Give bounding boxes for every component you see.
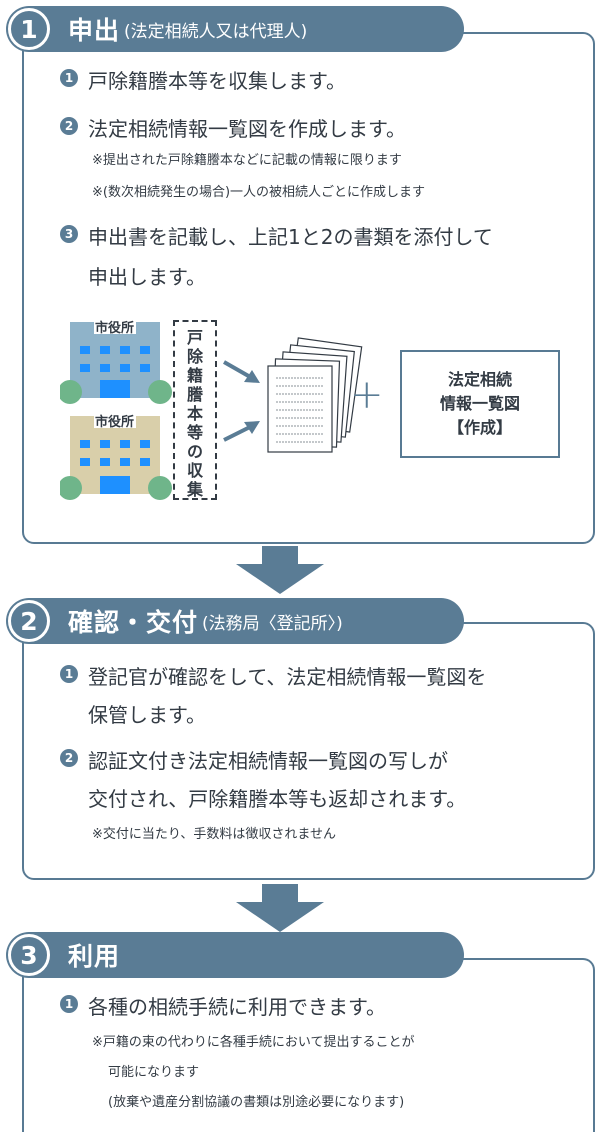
section-1-title: 申出: [68, 16, 121, 45]
city-hall-label: 市役所: [95, 321, 135, 336]
document-stack-icon: [267, 337, 363, 453]
document-text-lines: [276, 377, 324, 443]
illustration-graphics: [60, 316, 363, 500]
section-1-tab: 1 申出 (法定相続人又は代理人): [6, 6, 464, 52]
vertical-char: 籍: [186, 366, 203, 385]
section-3-item-1: 1 各種の相続手続に利用できます。: [60, 990, 386, 1024]
section-1-item-1: 1 戸除籍謄本等を収集します。: [60, 64, 346, 98]
inheritance-chart-box: 法定相続 情報一覧図 【作成】: [400, 350, 560, 458]
vertical-char: の: [186, 442, 203, 461]
vertical-char: 等: [186, 423, 203, 442]
vertical-char: 謄: [186, 385, 203, 404]
section-3-tab: 3 利用: [6, 932, 464, 978]
result-line: 情報一覧図: [439, 394, 520, 413]
item-text: 戸除籍謄本等を収集します。: [88, 69, 346, 93]
section-2-subtitle: (法務局〈登記所〉): [202, 613, 343, 634]
item-text: 認証文付き法定相続情報一覧図の写しが: [88, 749, 448, 773]
document-flow-illustration: 市役所 市役所 戸 除 籍 謄 本 等 の 収 集 + 法定相続 情報一覧図 【…: [60, 312, 580, 512]
vertical-char: 集: [186, 480, 203, 499]
collect-documents-label: 戸 除 籍 謄 本 等 の 収 集: [173, 320, 217, 500]
item-text: 申出書を記載し、上記1と2の書類を添付して: [88, 225, 493, 249]
bullet-3: 3: [60, 225, 78, 243]
section-2-item-1: 1 登記官が確認をして、法定相続情報一覧図を 保管します。: [60, 660, 486, 732]
plus-icon: +: [350, 372, 384, 418]
item-text: 保管します。: [88, 703, 206, 727]
item-text: 申出します。: [88, 265, 206, 289]
down-arrow-icon: [236, 546, 324, 594]
step-number-2: 2: [8, 600, 50, 642]
city-hall-building-icon: [60, 410, 172, 500]
section-1-item-2: 2 法定相続情報一覧図を作成します。: [60, 112, 406, 146]
vertical-char: 収: [186, 461, 203, 480]
section-2-title: 確認・交付: [68, 608, 199, 637]
section-1-subtitle: (法定相続人又は代理人): [124, 21, 308, 42]
bullet-1: 1: [60, 665, 78, 683]
vertical-char: 除: [186, 347, 203, 366]
city-hall-building-icon: [60, 316, 172, 404]
note: ※戸籍の束の代わりに各種手続において提出することが: [92, 1035, 415, 1050]
section-2-item-2: 2 認証文付き法定相続情報一覧図の写しが 交付され、戸除籍謄本等も返却されます。: [60, 744, 466, 816]
step-number-3: 3: [8, 934, 50, 976]
note: ※交付に当たり、手数料は徴収されません: [92, 827, 336, 842]
item-text: 登記官が確認をして、法定相続情報一覧図を: [88, 665, 487, 689]
result-line: 【作成】: [447, 418, 512, 437]
bullet-2: 2: [60, 117, 78, 135]
down-arrow-icon: [236, 884, 324, 932]
section-2-tab: 2 確認・交付 (法務局〈登記所〉): [6, 598, 464, 644]
item-text: 交付され、戸除籍謄本等も返却されます。: [88, 787, 467, 811]
section-3-title: 利用: [68, 942, 121, 971]
arrow-right-icon: [223, 360, 260, 442]
vertical-char: 戸: [186, 328, 203, 347]
section-3-panel: [22, 958, 595, 1132]
note: ※提出された戸除籍謄本などに記載の情報に限ります: [92, 153, 402, 168]
bullet-1: 1: [60, 995, 78, 1013]
item-text: 各種の相続手続に利用できます。: [88, 995, 386, 1019]
vertical-char: 本: [186, 404, 203, 423]
section-2-panel: [22, 622, 595, 880]
city-hall-label: 市役所: [95, 415, 135, 430]
section-1-item-3: 3 申出書を記載し、上記1と2の書類を添付して 申出します。: [60, 220, 493, 294]
bullet-2: 2: [60, 749, 78, 767]
step-number-1: 1: [8, 8, 50, 50]
bullet-1: 1: [60, 69, 78, 87]
result-line: 法定相続: [447, 370, 512, 389]
item-text: 法定相続情報一覧図を作成します。: [88, 117, 406, 141]
note: ※(数次相続発生の場合)一人の被相続人ごとに作成します: [92, 185, 426, 200]
note: 可能になります: [108, 1065, 200, 1080]
note: (放棄や遺産分割協議の書類は別途必要になります): [108, 1095, 405, 1110]
